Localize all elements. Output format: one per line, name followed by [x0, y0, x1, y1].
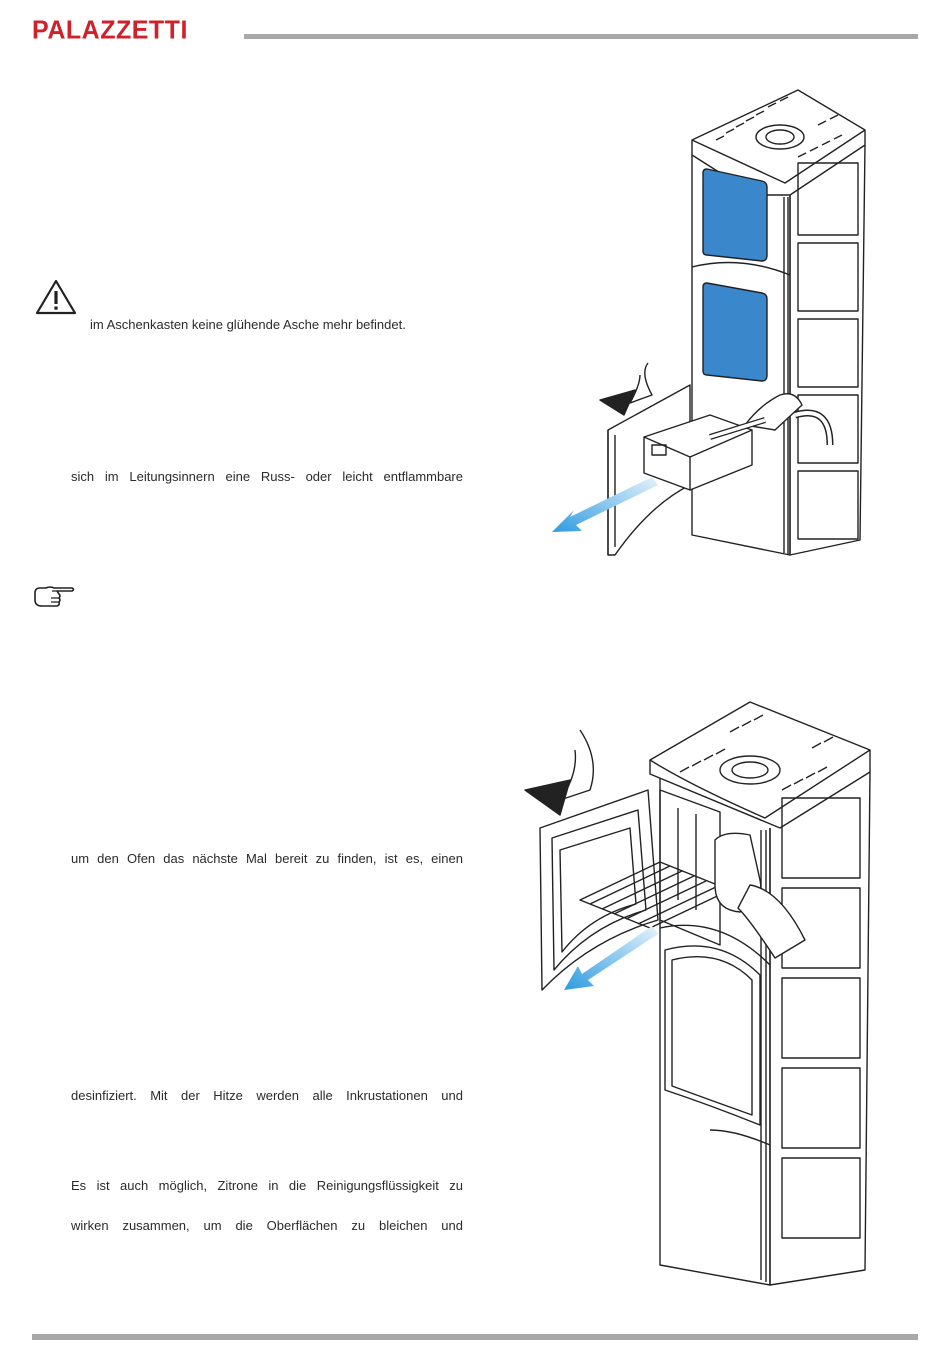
- footer-divider: [32, 1334, 918, 1340]
- brand-logo: PALAZZETTI: [32, 15, 188, 45]
- stove-ash-drawer-illustration: [552, 89, 866, 556]
- paragraph-line: sich im Leitungsinnern eine Russ- oder l…: [71, 469, 463, 484]
- paragraph-line: um den Ofen das nächste Mal bereit zu fi…: [71, 851, 463, 866]
- paragraph-line: im Aschenkasten keine glühende Asche meh…: [90, 317, 406, 332]
- warning-triangle-icon: [35, 279, 77, 315]
- header-divider: [244, 34, 918, 39]
- paragraph-line: wirken zusammen, um die Oberflächen zu b…: [71, 1218, 463, 1233]
- paragraph-line: Es ist auch möglich, Zitrone in die Rein…: [71, 1178, 463, 1193]
- pointing-hand-icon: [34, 586, 75, 607]
- stove-cleaning-glass-illustration: [524, 701, 871, 1286]
- paragraph-line: desinfiziert. Mit der Hitze werden alle …: [71, 1088, 463, 1103]
